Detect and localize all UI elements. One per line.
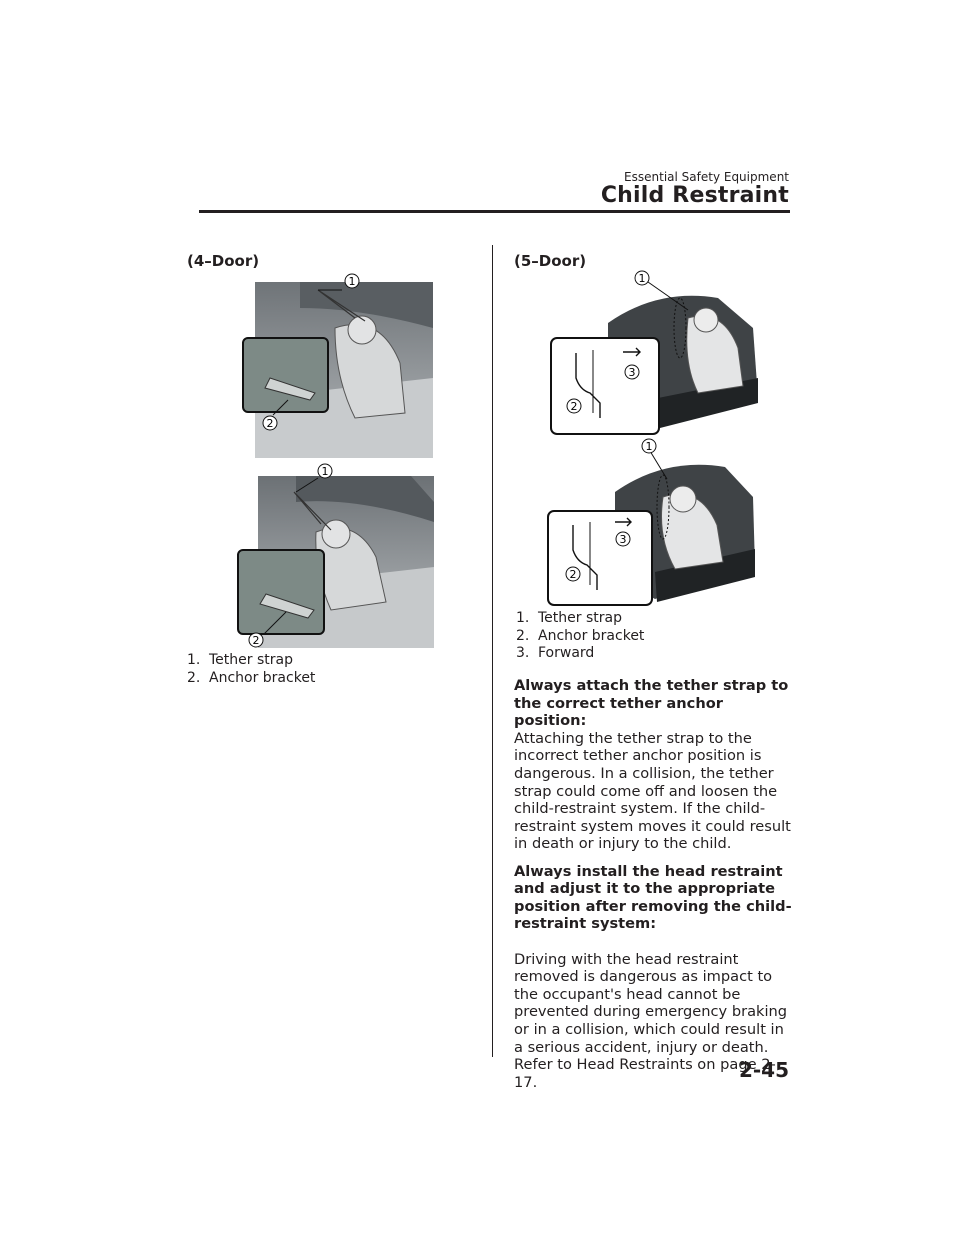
warning-heading: Always attach the tether strap to the co… [514,677,789,730]
svg-text:2: 2 [571,400,578,413]
inset-detail [237,549,325,635]
svg-text:2: 2 [267,417,274,430]
page-number: 2-45 [738,1058,789,1082]
inset-detail [242,337,329,413]
warning-head-restraint: Always install the head restraint and ad… [514,845,794,1109]
svg-text:1: 1 [646,440,653,453]
legend-item: 3.Forward [516,645,595,661]
legend-item: 2.Anchor bracket [516,627,645,644]
figure-5door-top: 1 2 3 [550,270,758,435]
callout-2: 2 [566,398,582,414]
legend-4-door: 1.Tether strap 2.Anchor bracket [187,652,315,687]
svg-text:3: 3 [620,533,627,546]
callout-3: 3 [615,531,631,547]
page-title: Child Restraint [600,183,789,208]
svg-text:2: 2 [570,568,577,581]
callout-1: 1 [344,273,360,289]
subhead-5-door: (5–Door) [514,252,587,270]
column-divider [492,245,493,1057]
svg-text:1: 1 [639,272,646,285]
svg-text:1: 1 [322,465,329,478]
inset-detail [547,510,653,606]
forward-arrow-icon [615,517,632,527]
callout-1: 1 [317,463,333,479]
callout-2: 2 [565,566,581,582]
svg-text:1: 1 [349,275,356,288]
section-label: Essential Safety Equipment [624,170,789,184]
forward-arrow-icon [623,347,641,357]
figure-4door-top: 1 2 [242,273,433,458]
callout-2: 2 [262,415,278,431]
warning-tether-position: Always attach the tether strap to the co… [514,677,794,853]
figure-4door-bottom: 1 2 [237,463,434,648]
legend-item: 1.Tether strap [187,652,293,668]
callout-1: 1 [634,270,650,286]
legend-5-door: 1.Tether strap 2.Anchor bracket 3.Forwar… [516,610,644,663]
warning-body: Attaching the tether strap to the incorr… [514,729,791,853]
figure-5door-bottom: 1 2 3 [547,438,755,606]
svg-text:2: 2 [253,634,260,647]
legend-item: 2.Anchor bracket [187,669,316,686]
callout-2: 2 [248,632,264,648]
inset-detail [550,337,660,435]
subhead-4-door: (4–Door) [187,252,260,270]
warning-body: Driving with the head restraint removed … [514,950,788,1091]
warning-heading: Always install the head restraint and ad… [514,862,792,933]
header-rule [199,210,790,213]
callout-3: 3 [624,364,640,380]
legend-item: 1.Tether strap [516,610,622,626]
svg-text:3: 3 [629,366,636,379]
callout-1: 1 [641,438,657,454]
